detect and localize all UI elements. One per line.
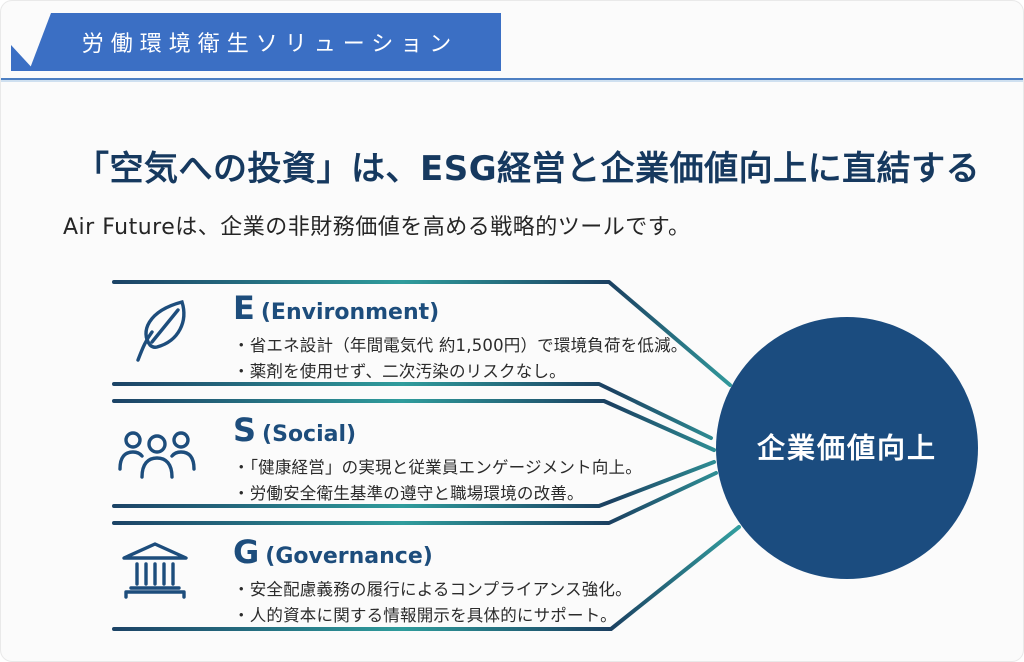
environment-word: (Environment) — [260, 300, 440, 325]
environment-bullet: ・省エネ設計（年間電気代 約1,500円）で環境負荷を低減。 — [233, 336, 688, 355]
leaf-icon — [133, 297, 191, 363]
governance-heading: G(Governance) — [233, 533, 653, 571]
environment-heading: E(Environment) — [233, 289, 653, 327]
social-top-line — [112, 399, 716, 452]
people-group-icon — [117, 429, 197, 479]
governance-bullet: ・安全配慮義務の履行によるコンプライアンス強化。 — [233, 580, 632, 599]
environment-top-line — [112, 280, 732, 387]
corporate-value-circle — [716, 317, 978, 579]
banner: 労働環境衛生ソリューション — [29, 13, 501, 71]
banner-label: 労働環境衛生ソリューション — [81, 32, 459, 57]
environment-bullets: ・省エネ設計（年間電気代 約1,500円）で環境負荷を低減。 ・薬剤を使用せず、… — [233, 333, 688, 385]
environment-section: E(Environment) ・省エネ設計（年間電気代 約1,500円）で環境負… — [233, 289, 688, 385]
page-title: 「空気への投資」は、ESG経営と企業価値向上に直結する — [75, 149, 981, 189]
governance-bullet: ・人的資本に関する情報開示を具体的にサポート。 — [233, 606, 617, 625]
social-heading: S(Social) — [233, 411, 653, 449]
governance-section: G(Governance) ・安全配慮義務の履行によるコンプライアンス強化。 ・… — [233, 533, 653, 629]
social-section: S(Social) ・「健康経営」の実現と従業員エンゲージメント向上。 ・労働安… — [233, 411, 653, 507]
social-bottom-line — [112, 460, 716, 508]
governance-bottom-line — [112, 525, 741, 631]
environment-bullet: ・薬剤を使用せず、二次汚染のリスクなし。 — [233, 362, 566, 381]
social-word: (Social) — [262, 422, 357, 447]
banner-underline — [1, 78, 1023, 80]
social-bullets: ・「健康経営」の実現と従業員エンゲージメント向上。 ・労働安全衛生基準の遵守と職… — [233, 455, 653, 507]
governance-top-line — [112, 471, 718, 525]
social-bullet: ・労働安全衛生基準の遵守と職場環境の改善。 — [233, 484, 584, 503]
governance-word: (Governance) — [265, 544, 433, 569]
social-bullet: ・「健康経営」の実現と従業員エンゲージメント向上。 — [233, 458, 642, 477]
social-letter: S — [233, 411, 257, 449]
governance-letter: G — [233, 533, 260, 571]
page-subtitle: Air Futureは、企業の非財務価値を高める戦略的ツールです。 — [63, 215, 691, 240]
environment-bottom-line — [112, 382, 713, 440]
environment-letter: E — [233, 289, 255, 327]
governance-bullets: ・安全配慮義務の履行によるコンプライアンス強化。 ・人的資本に関する情報開示を具… — [233, 577, 653, 629]
bank-icon — [117, 539, 193, 599]
corporate-value-label: 企業価値向上 — [757, 432, 937, 465]
